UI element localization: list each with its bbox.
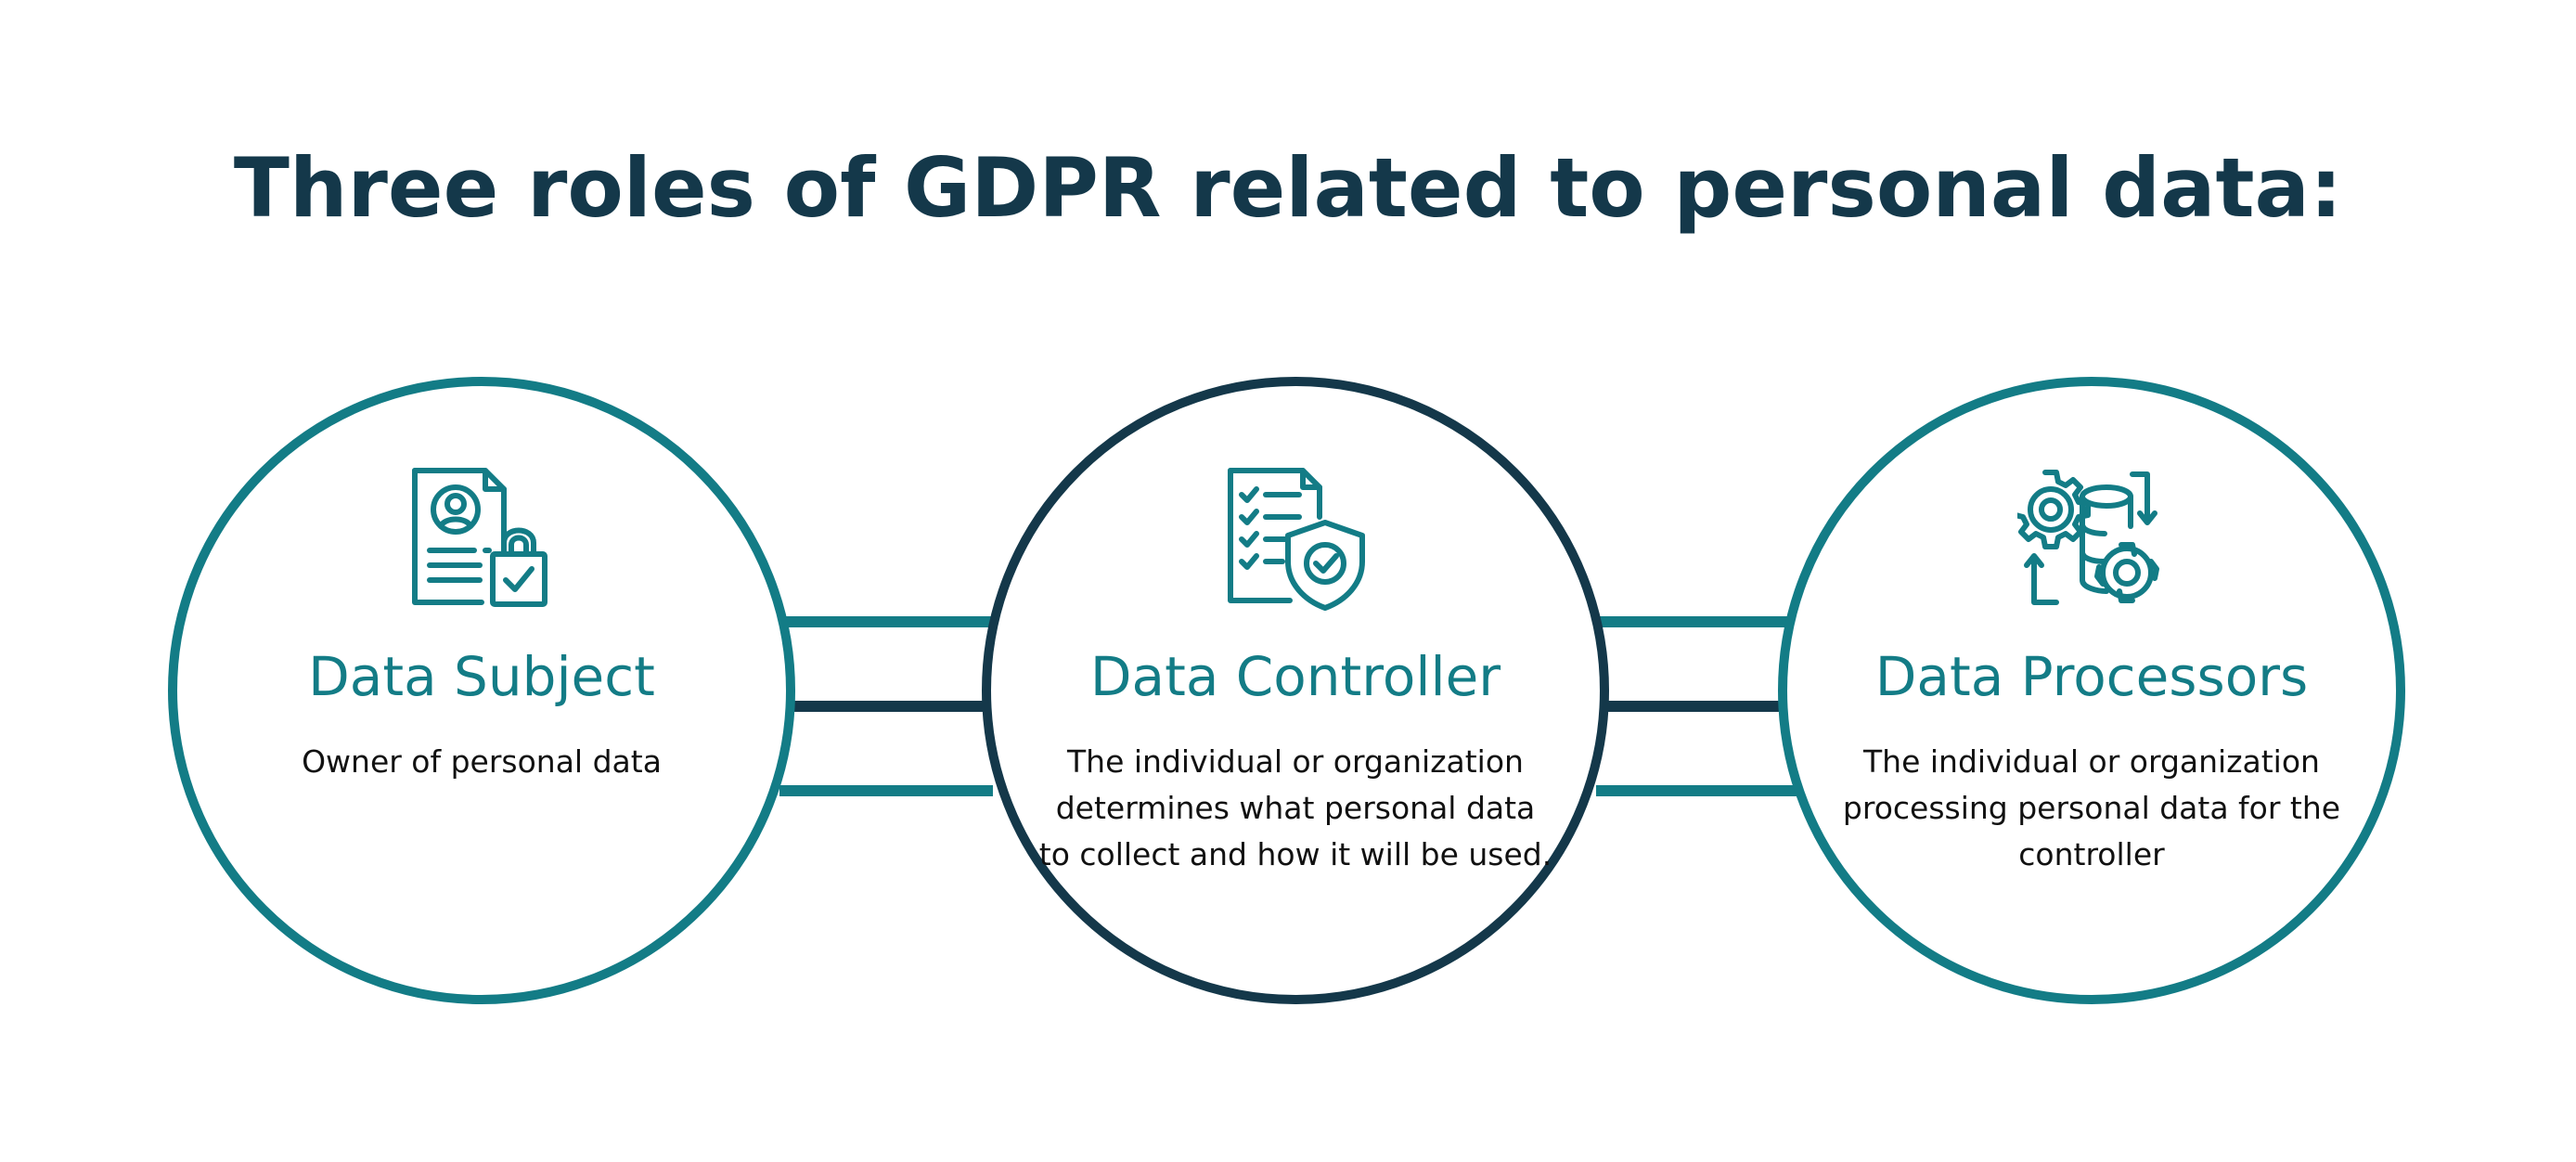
role-card-data-processors: Data Processors The individual or organi…: [1778, 377, 2405, 1004]
connector-line-bottom-right: [1596, 785, 1810, 796]
connector-line-middle-right: [1605, 701, 1810, 712]
role-card-data-subject: Data Subject Owner of personal data: [168, 377, 795, 1004]
page-title: Three roles of GDPR related to personal …: [233, 140, 2343, 236]
role-description: The individual or organization processin…: [1842, 743, 2341, 872]
checklist-shield-icon: [1221, 465, 1370, 613]
role-description: The individual or organization determine…: [1038, 743, 1552, 872]
connector-line-top-right: [1596, 616, 1810, 627]
profile-document-lock-icon: [407, 465, 556, 613]
gears-database-cycle-icon: [2017, 465, 2166, 613]
connector-line-middle-left: [789, 701, 993, 712]
role-description: Owner of personal data: [302, 743, 662, 780]
role-card-data-controller: Data Controller The individual or organi…: [982, 377, 1609, 1004]
connector-line-top-left: [779, 616, 993, 627]
role-title: Data Processors: [1874, 645, 2309, 708]
connector-line-bottom-left: [779, 785, 993, 796]
role-title: Data Subject: [308, 645, 655, 708]
role-title: Data Controller: [1089, 645, 1501, 708]
